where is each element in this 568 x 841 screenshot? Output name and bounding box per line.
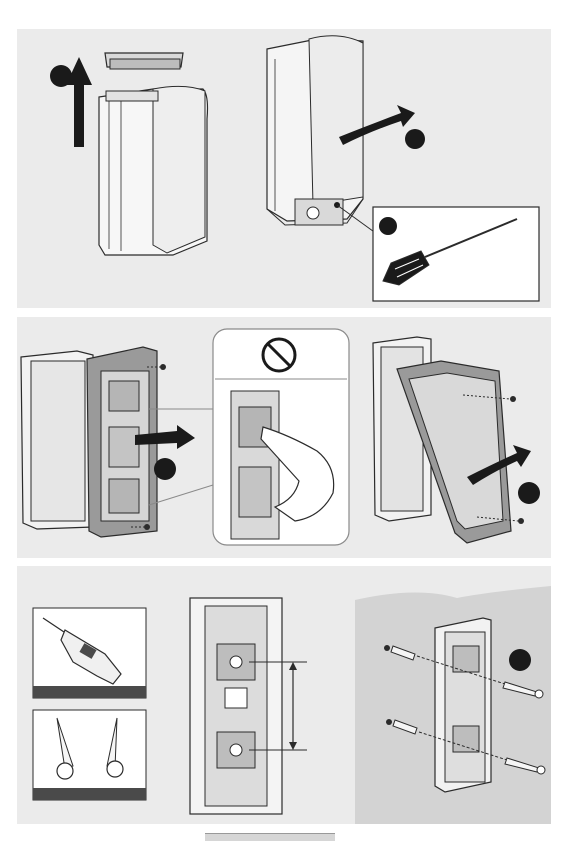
- step-badge-2a: [154, 458, 176, 480]
- step-badge-1b: [405, 129, 425, 149]
- step-badge-1c: [379, 217, 397, 235]
- detector-housing-open: [267, 36, 363, 225]
- detector-body: [99, 86, 208, 255]
- panel-2-illustration: [17, 317, 551, 558]
- step-badge-3: [509, 649, 531, 671]
- step-badge-2b: [518, 482, 540, 504]
- panel-1-illustration: [17, 29, 551, 308]
- panel-3-illustration: [17, 566, 551, 824]
- wall-mounted-back-plate: [435, 618, 491, 792]
- callout-line-bottom: [149, 485, 213, 505]
- housing-shell: [21, 351, 93, 529]
- board-closeup: [231, 391, 279, 539]
- panel-1-open-housing: [17, 29, 551, 308]
- panel-3-mount: [17, 566, 551, 824]
- detector-cover: [105, 53, 183, 69]
- tool-card-drill: [33, 608, 146, 698]
- panel-2-remove-board: [17, 317, 551, 558]
- tool-card-screws: [33, 710, 146, 800]
- mounting-template: [190, 598, 282, 814]
